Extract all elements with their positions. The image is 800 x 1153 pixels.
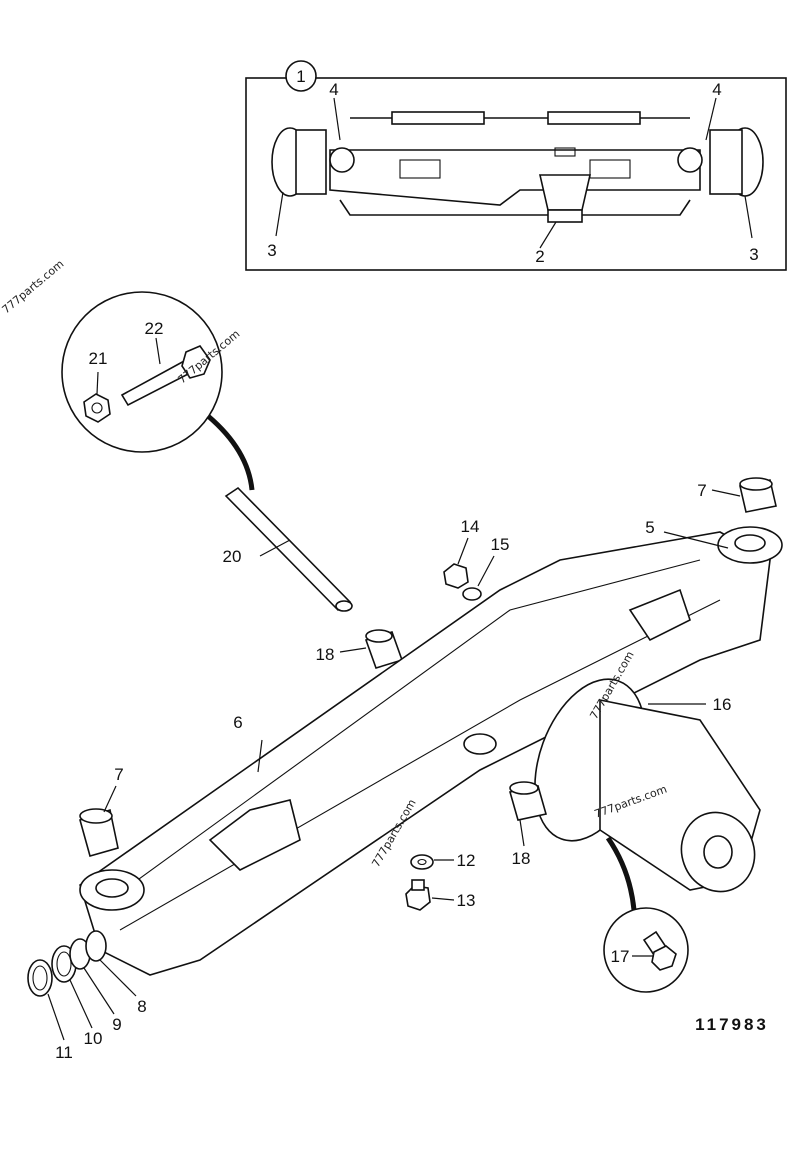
callout-9: 9 xyxy=(112,1015,121,1034)
bolt-17-head xyxy=(651,945,677,971)
callout-15: 15 xyxy=(491,535,510,554)
callout-21: 21 xyxy=(89,349,108,368)
callout-7-right: 7 xyxy=(697,481,706,500)
callout-4-left: 4 xyxy=(329,80,338,99)
bolt-nut-detail: 21 22 xyxy=(61,291,255,491)
nut-washer-14-15: 14 15 xyxy=(443,517,510,601)
inset-pinion-flange xyxy=(547,209,583,223)
inset-kingpin-left xyxy=(329,147,355,173)
inset-plate xyxy=(554,147,576,157)
callout-18-upper: 18 xyxy=(316,645,335,664)
inset-hub-left-body xyxy=(295,129,327,195)
inset-axle-beam xyxy=(329,149,701,206)
callout-20: 20 xyxy=(223,547,242,566)
pivot-pin-20 xyxy=(224,486,352,612)
steering-cylinder-right xyxy=(547,111,641,125)
ring-11 xyxy=(27,959,53,997)
nut-14 xyxy=(443,563,469,589)
callout-12: 12 xyxy=(457,851,476,870)
callout-10: 10 xyxy=(84,1029,103,1048)
detail-circle-bottom xyxy=(603,907,689,993)
callout-13: 13 xyxy=(457,891,476,910)
callout-6: 6 xyxy=(233,713,242,732)
callout-4-right: 4 xyxy=(712,80,721,99)
washer-plug-12-13: 12 13 xyxy=(405,851,476,911)
seal-8 xyxy=(85,930,107,962)
inset-callout-circle xyxy=(285,60,317,92)
inset-assembly-view: 1 4 4 3 3 2 xyxy=(245,60,787,271)
nut-21 xyxy=(83,393,111,423)
beam-rib-left xyxy=(208,799,301,871)
inset-pad-left xyxy=(399,159,441,179)
beam-rib-right xyxy=(628,588,691,642)
detail-pointer-bottom xyxy=(605,836,637,911)
watermark: 777parts.com xyxy=(0,257,66,316)
detail-pointer-top xyxy=(206,414,255,491)
inset-diff-housing xyxy=(538,174,592,211)
steering-cylinder-left xyxy=(391,111,485,125)
callout-18-lower: 18 xyxy=(512,849,531,868)
callout-3-right: 3 xyxy=(749,245,758,264)
inset-frame xyxy=(245,77,787,271)
inset-callout-label: 1 xyxy=(296,67,305,86)
differential-16: 16 18 xyxy=(508,678,761,893)
callout-3-left: 3 xyxy=(267,241,276,260)
callout-17: 17 xyxy=(611,947,630,966)
callout-2: 2 xyxy=(535,247,544,266)
bushings-7: 7 7 xyxy=(79,477,777,857)
callout-14: 14 xyxy=(461,517,480,536)
washer-15 xyxy=(462,587,482,601)
seal-rings-8-11: 11 10 9 8 xyxy=(27,930,147,1062)
axle-beam-6: 6 5 xyxy=(79,518,783,976)
pivot-pin-assembly: 20 18 xyxy=(223,486,404,669)
callout-11: 11 xyxy=(55,1043,73,1062)
callout-16: 16 xyxy=(713,695,732,714)
inset-kingpin-right xyxy=(677,147,703,173)
callout-5: 5 xyxy=(645,518,654,537)
washer-12 xyxy=(410,854,434,870)
callout-22: 22 xyxy=(145,319,164,338)
callout-8: 8 xyxy=(137,997,146,1016)
beam-center-bore xyxy=(463,733,497,755)
inset-hub-right-body xyxy=(709,129,743,195)
inset-pad-right xyxy=(589,159,631,179)
bolt-17-detail: 17 xyxy=(603,836,689,993)
inset-lower-rail xyxy=(339,199,691,216)
bolt-22-head xyxy=(181,345,211,379)
figure-number: 117983 xyxy=(695,1015,769,1034)
callout-7-left: 7 xyxy=(114,765,123,784)
